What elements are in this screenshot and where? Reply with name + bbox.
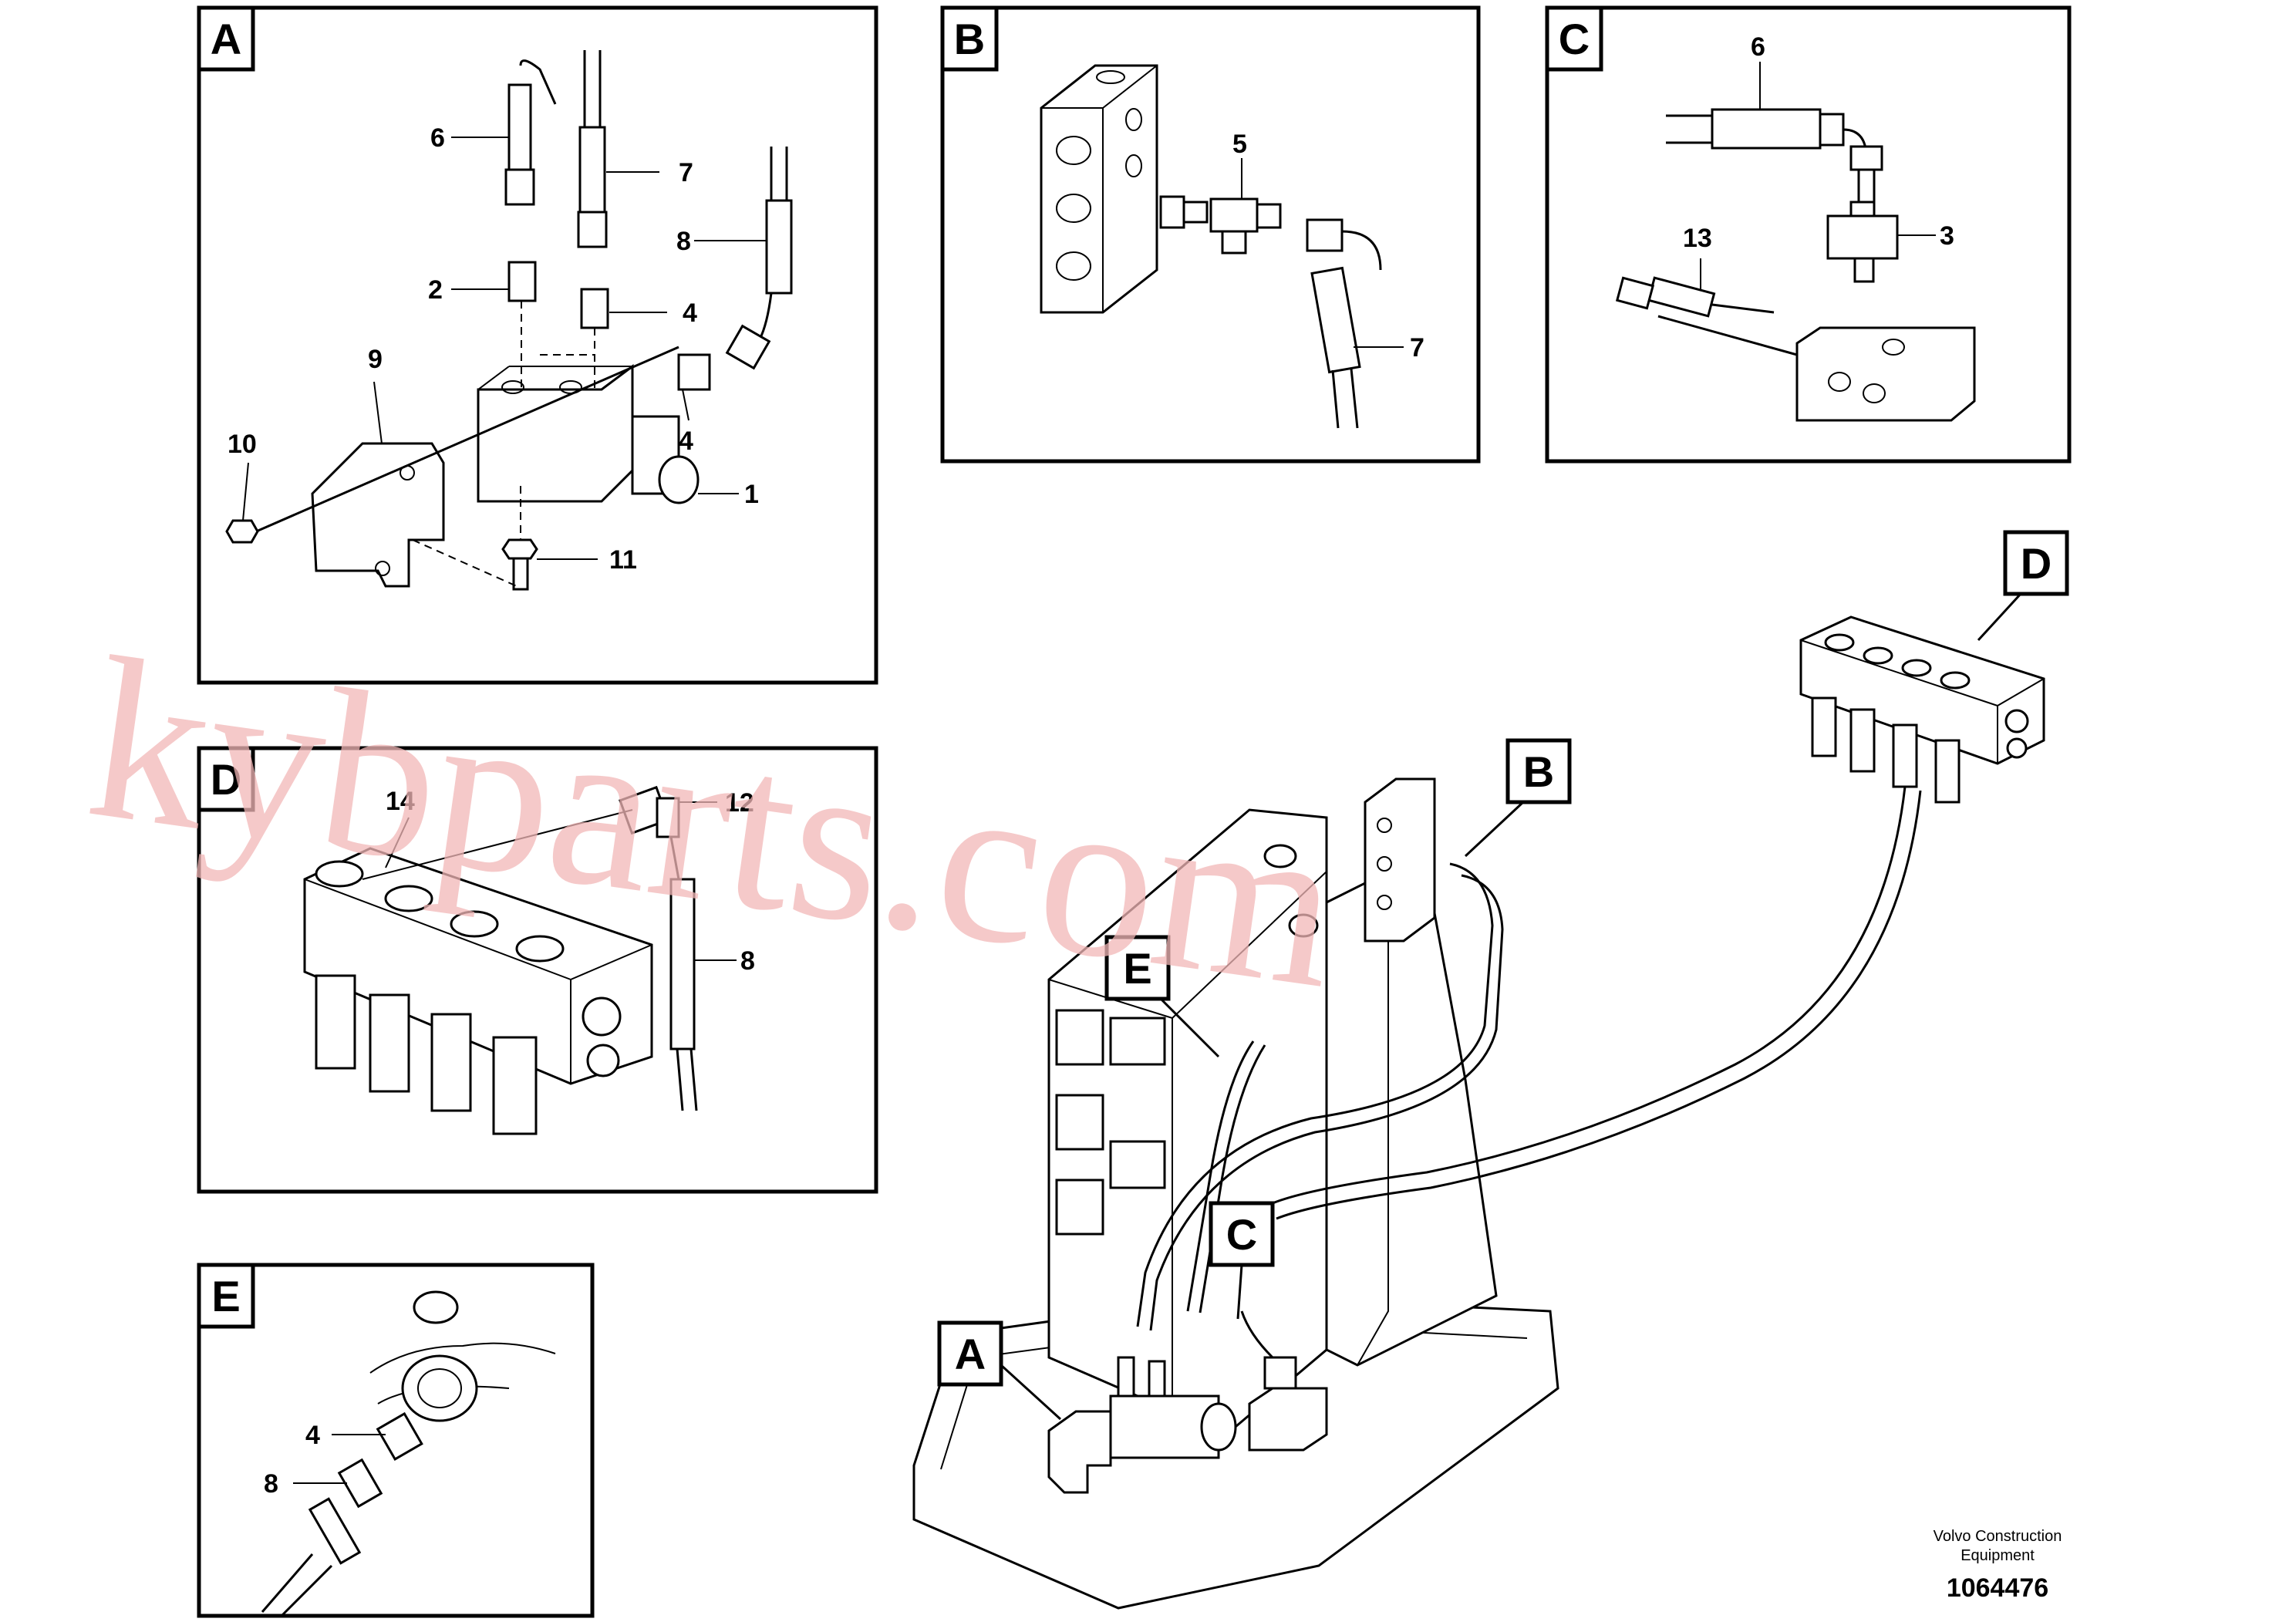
cartridge-2: [369, 993, 410, 1093]
cartridge-1: [315, 974, 356, 1070]
panel-b-tag-box: [940, 5, 999, 72]
callout-8: 8: [676, 227, 691, 256]
panel-e: E 4 8: [197, 1263, 595, 1618]
panel-e-tag-box: [197, 1263, 255, 1329]
callout-12: 12: [725, 788, 754, 818]
hose-8-d: [669, 878, 696, 1050]
tee-3: [1826, 214, 1899, 260]
callout-10: 10: [228, 430, 257, 459]
panel-a-tag-box: [197, 5, 255, 72]
main-tag-d: D: [1977, 530, 2069, 642]
main-tag-b: B: [1464, 738, 1572, 858]
panel-a: A: [197, 5, 878, 685]
panel-e-frame: [197, 1263, 595, 1618]
bolt-11: [501, 538, 538, 560]
adapter-4-e: [376, 1411, 423, 1461]
footer: Volvo Construction Equipment 1064476: [1934, 1528, 2062, 1603]
svg-text:E: E: [1123, 944, 1151, 993]
adapter-2: [507, 261, 537, 302]
callout-8-d: 8: [740, 946, 755, 976]
callout-13: 13: [1683, 224, 1712, 253]
callout-14: 14: [386, 787, 415, 816]
panel-b-frame: [940, 5, 1481, 464]
cartridge-3: [430, 1013, 472, 1112]
svg-text:A: A: [955, 1330, 986, 1378]
panel-c-tag: C: [1559, 15, 1590, 63]
panel-d-tag: D: [211, 755, 241, 804]
panel-b-tag: B: [954, 15, 985, 63]
panel-d: D 14 12 8: [197, 746, 878, 1194]
elbow-8: [725, 324, 771, 370]
hose-6-c: [1711, 108, 1822, 150]
panel-c-tag-box: [1545, 5, 1603, 72]
callout-11: 11: [609, 545, 637, 575]
callout-4b: 4: [679, 427, 693, 456]
block-c-main: [1248, 1387, 1328, 1452]
adapter-4b: [677, 353, 711, 391]
callout-5: 5: [1232, 130, 1247, 159]
panel-c-frame: [1545, 5, 2072, 464]
sensor-13: [1647, 276, 1716, 318]
panel-e-tag: E: [211, 1272, 240, 1320]
hose-6: [507, 83, 532, 171]
panel-c: C 6 13 3: [1545, 5, 2072, 464]
bracket-9: [311, 442, 445, 588]
callout-4: 4: [683, 298, 697, 328]
callout-9: 9: [368, 345, 383, 374]
block-d-main: [1799, 615, 2045, 765]
callout-7: 7: [679, 158, 693, 187]
callout-6: 6: [430, 123, 445, 153]
hose-7-b: [1310, 266, 1361, 374]
hose-7: [578, 126, 606, 214]
solenoid-cap: [658, 455, 700, 504]
port-e: [401, 1354, 478, 1422]
company-line-1: Volvo Construction: [1934, 1528, 2062, 1545]
callout-1: 1: [744, 480, 759, 509]
callout-6-c: 6: [1751, 32, 1765, 62]
svg-text:D: D: [2021, 539, 2052, 588]
support-frame: [1325, 870, 1498, 1367]
callout-2: 2: [428, 275, 443, 305]
elbow-6-c: [1849, 145, 1883, 171]
svg-text:B: B: [1523, 747, 1554, 796]
cartridge-4: [492, 1036, 538, 1135]
block-b-main: [1364, 777, 1436, 943]
nut-7: [1306, 218, 1344, 252]
company-line-2: Equipment: [1961, 1547, 2035, 1564]
callout-8-e: 8: [264, 1469, 278, 1499]
block-c: [1795, 326, 1976, 422]
main-tag-a: A: [937, 1320, 1062, 1421]
callout-7-b: 7: [1410, 333, 1424, 363]
main-assembly: D B E C A: [912, 530, 2069, 1610]
bolt-10: [225, 519, 259, 544]
hose-6-top: [519, 59, 557, 105]
callout-4-e: 4: [305, 1421, 320, 1450]
adapter-b: [1159, 195, 1185, 229]
panel-b: B 5 7: [940, 5, 1481, 464]
main-tag-c: C: [1209, 1201, 1275, 1320]
drawing-number: 1064476: [1947, 1573, 2048, 1603]
adapter-4: [580, 288, 609, 329]
watermark: kybparts.com: [76, 609, 1353, 1037]
fitting-6: [504, 168, 535, 206]
panel-d-frame: [197, 746, 878, 1194]
hose-8: [765, 199, 793, 295]
tee-5: [1209, 197, 1259, 233]
fitting-8-e: [337, 1458, 383, 1509]
panel-a-tag: A: [211, 15, 241, 63]
panel-d-tag-box: [197, 746, 255, 812]
bracket-a-main: [1047, 1410, 1112, 1494]
panel-a-frame: [197, 5, 878, 685]
fitting-7: [577, 211, 608, 248]
main-tag-e: E: [1104, 935, 1220, 1058]
callout-3: 3: [1940, 221, 1954, 251]
manifold-block: [1040, 64, 1158, 314]
solenoid-valve-1: [477, 364, 634, 503]
svg-text:C: C: [1226, 1210, 1257, 1259]
